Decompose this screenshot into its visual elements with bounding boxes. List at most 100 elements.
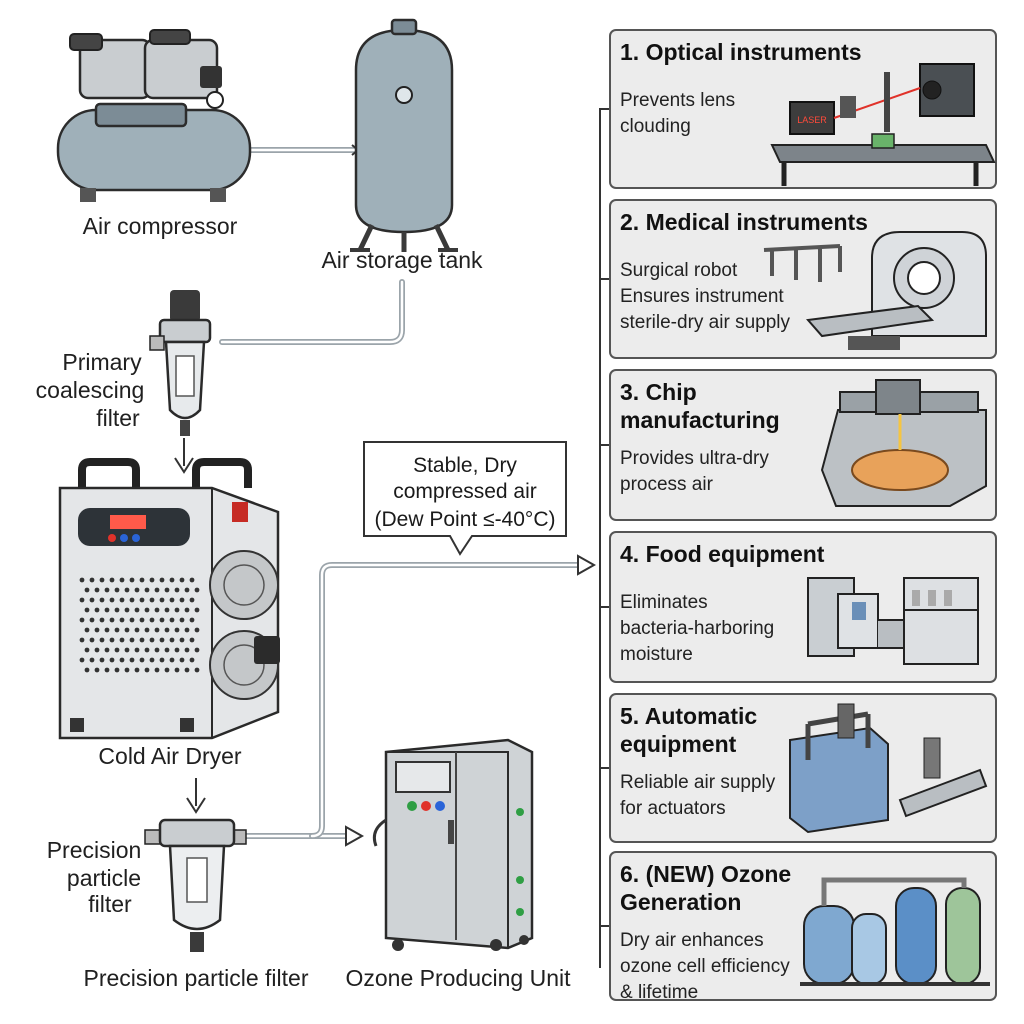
grille-hole (174, 587, 180, 593)
application-card-4-body-line-2: bacteria-harboring (620, 618, 774, 639)
grille-hole (94, 627, 100, 633)
grille-hole (104, 587, 110, 593)
grille-hole (114, 627, 120, 633)
precision-filter-side-label-line-1: Precision (47, 837, 142, 863)
laser-device-label: LASER (797, 115, 827, 125)
grille-hole (89, 637, 95, 643)
grille-hole (164, 647, 170, 653)
grille-hole (109, 637, 115, 643)
precision-filter-bottom-label: Precision particle filter (84, 965, 309, 991)
application-card-3-body-line-2: process air (620, 474, 714, 495)
grille-hole (174, 627, 180, 633)
grille-hole (194, 667, 200, 673)
grille-hole (94, 607, 100, 613)
application-card-1-body-line-2: clouding (620, 116, 691, 137)
grille-hole (84, 667, 90, 673)
grille-hole (119, 637, 125, 643)
medical-instruments-illustration (763, 231, 987, 350)
grille-hole (179, 597, 185, 603)
grille-hole (154, 667, 160, 673)
grille-hole (99, 577, 105, 583)
application-card-2-body-line-3: sterile-dry air supply (620, 312, 790, 333)
grille-hole (169, 657, 175, 663)
grille-hole (194, 607, 200, 613)
grille-hole (109, 657, 115, 663)
application-card-5-body-line-1: Reliable air supply (620, 772, 776, 793)
application-card-6-body-line-1: Dry air enhances (620, 930, 764, 951)
grille-hole (159, 657, 165, 663)
grille-hole (179, 617, 185, 623)
grille-hole (174, 647, 180, 653)
grille-hole (84, 587, 90, 593)
grille-hole (134, 627, 140, 633)
cold-air-dryer-illustration (58, 458, 280, 740)
grille-hole (104, 627, 110, 633)
grille-hole (94, 667, 100, 673)
grille-hole (134, 647, 140, 653)
grille-hole (154, 627, 160, 633)
grille-hole (139, 617, 145, 623)
grille-hole (169, 597, 175, 603)
grille-hole (189, 617, 195, 623)
application-card-2-title-line-1: 2. Medical instruments (620, 209, 868, 235)
grille-hole (129, 637, 135, 643)
application-card-6-body-line-2: ozone cell efficiency (620, 956, 790, 977)
grille-hole (164, 607, 170, 613)
callout-line-1: Stable, Dry (413, 454, 517, 477)
grille-hole (124, 587, 130, 593)
grille-hole (114, 587, 120, 593)
chip-manufacturing-illustration (820, 379, 987, 507)
grille-hole (194, 587, 200, 593)
grille-hole (174, 667, 180, 673)
grille-hole (129, 617, 135, 623)
grille-hole (169, 637, 175, 643)
grille-hole (184, 587, 190, 593)
grille-hole (89, 617, 95, 623)
grille-hole (184, 647, 190, 653)
grille-hole (159, 617, 165, 623)
application-card-4-body-line-3: moisture (620, 644, 693, 665)
grille-hole (104, 607, 110, 613)
grille-hole (149, 657, 155, 663)
primary-filter-label-line-3: filter (96, 405, 140, 431)
callout-line-2: compressed air (393, 480, 537, 503)
application-card-4-body-line-1: Eliminates (620, 592, 708, 613)
grille-hole (139, 657, 145, 663)
application-card-6-title-line-2: Generation (620, 889, 741, 915)
grille-hole (144, 607, 150, 613)
grille-hole (179, 657, 185, 663)
primary-filter-label-line-2: coalescing (36, 377, 145, 403)
grille-hole (164, 667, 170, 673)
grille-hole (79, 637, 85, 643)
primary-filter-illustration (149, 290, 212, 436)
application-card-3-body-line-1: Provides ultra-dry (620, 448, 769, 469)
ozone-generation-illustration (800, 877, 990, 986)
arrow-dryer-to-precision-filter (186, 778, 206, 814)
application-card-1-body-line-1: Prevents lens (620, 90, 735, 111)
arrow-to-card-column (577, 554, 597, 576)
grille-hole (174, 607, 180, 613)
grille-hole (104, 647, 110, 653)
grille-hole (109, 617, 115, 623)
application-card-1-title-line-1: 1. Optical instruments (620, 39, 862, 65)
grille-hole (124, 627, 130, 633)
precision-filter-side-label-line-2: particle (67, 865, 141, 891)
grille-hole (109, 597, 115, 603)
grille-hole (79, 577, 85, 583)
food-equipment-illustration (807, 577, 979, 665)
grille-hole (134, 587, 140, 593)
grille-hole (84, 607, 90, 613)
grille-hole (184, 627, 190, 633)
grille-hole (109, 577, 115, 583)
grille-hole (189, 577, 195, 583)
grille-hole (159, 597, 165, 603)
grille-hole (119, 617, 125, 623)
grille-hole (129, 657, 135, 663)
grille-hole (144, 587, 150, 593)
air-storage-tank-illustration (350, 18, 458, 252)
primary-filter-label-line-1: Primary (62, 349, 142, 375)
grille-hole (119, 657, 125, 663)
application-card-5-body-line-2: for actuators (620, 798, 726, 819)
grille-hole (134, 607, 140, 613)
